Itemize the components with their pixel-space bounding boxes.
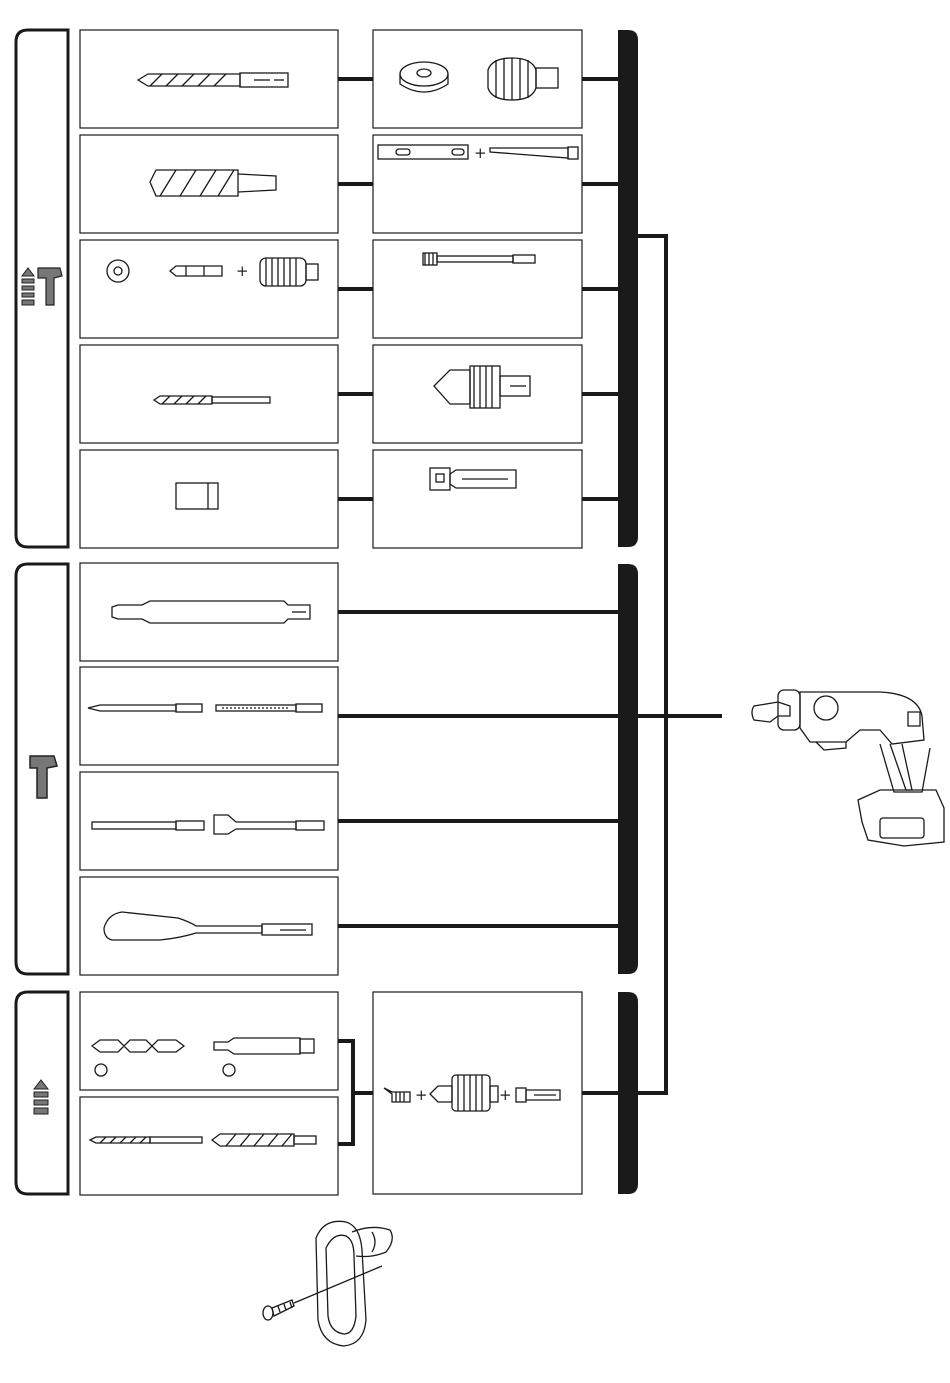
taper-shank-icon [490,147,578,159]
box-extension-rod [373,240,582,338]
slotted-mark-icon [223,1064,235,1076]
extension-rod-icon [423,253,535,265]
plus-sign: + [499,1086,512,1104]
point-chisel-icon [88,704,202,712]
box-sds-drill-bit [80,30,338,128]
drill-bit-icon [154,396,270,404]
phillips-mark-icon [95,1064,107,1076]
box-bit-adapter [80,450,338,548]
box-core-bit [80,135,338,233]
plus-sign: + [415,1086,428,1104]
wood-drill-bit-icon [90,1137,202,1143]
chuck-adapter-icon [430,468,516,490]
side-handle-icon [316,1221,392,1346]
box-drill-bit [80,345,338,443]
auger-bit-icon [212,1134,316,1146]
keyless-chuck-icon [434,366,530,408]
bar-rotation-hammering [618,30,638,547]
box-chuck-adapter [373,450,582,548]
diamond-core-set-icon [107,258,318,286]
drill-and-hammer-icon [22,268,62,305]
box-diamond-core-bit [80,240,338,338]
grooving-chisel-icon [104,912,312,940]
phillips-bit-icon [92,1040,184,1052]
adapter-icon [378,145,468,159]
rotary-hammer-icon [752,690,944,846]
sds-drill-bit-icon [138,73,288,87]
flat-chisel-icon [92,821,204,830]
box-point-and-cold-chisel [80,667,338,765]
hammer-icon [30,756,57,798]
chuck-adapter-shank-icon [516,1088,560,1102]
scaling-chisel-icon [214,815,324,834]
chuck-key-icon [384,1088,410,1102]
cold-chisel-icon [216,704,322,712]
box-wood-drill-bits [80,1097,338,1195]
bar-rotation [618,992,638,1194]
core-bit-icon [150,170,276,196]
box-dust-cup-extractor [373,30,582,128]
bar-hammering [618,564,638,974]
drill-chuck-icon [430,1075,498,1111]
slotted-bit-icon [214,1038,314,1054]
drill-icon [34,1080,48,1114]
dust-extractor-icon [488,58,558,100]
bit-adapter-icon [176,483,218,509]
dust-cup-icon [400,62,448,92]
box-keyless-chuck [373,345,582,443]
bull-point-icon [112,601,310,623]
plus-sign: + [236,262,249,280]
connectors [338,79,722,1144]
plus-sign: + [474,144,487,162]
